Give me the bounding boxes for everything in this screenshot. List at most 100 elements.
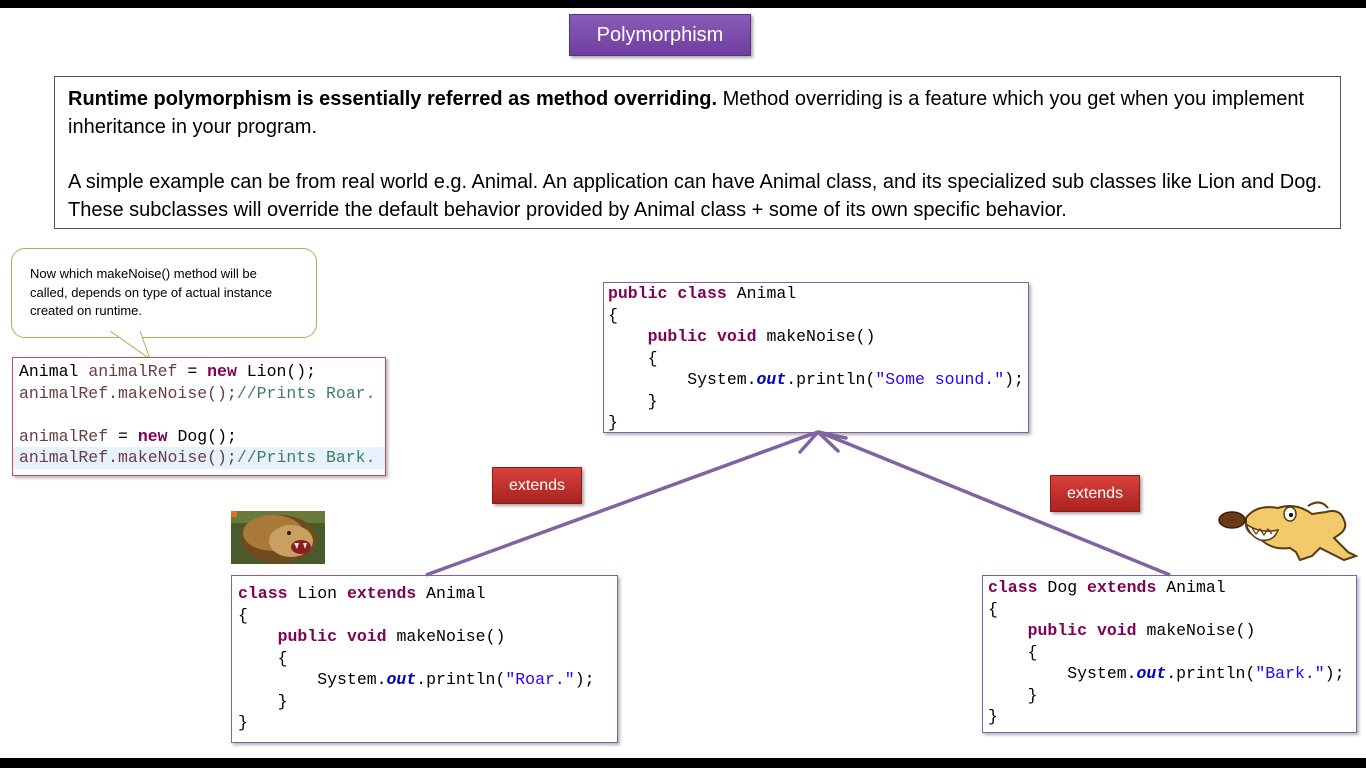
code-field: out [386, 670, 417, 689]
extends-label-right: extends [1050, 475, 1140, 512]
code-token: .println( [1166, 664, 1256, 683]
code-token: System. [687, 370, 757, 389]
extends-label-left: extends [492, 467, 582, 504]
code-keyword: public [647, 327, 708, 346]
code-string: "Roar." [505, 670, 575, 689]
code-line: System.out.println("Bark."); [988, 663, 1356, 685]
arrowhead-icon [816, 430, 848, 453]
code-keyword: public [608, 284, 668, 303]
code-keyword: extends [1087, 578, 1157, 597]
code-line: animalRef = new Dog(); [19, 426, 385, 448]
code-token: ); [1324, 664, 1345, 683]
code-token: .println( [786, 370, 876, 389]
class-name: Animal [736, 284, 797, 303]
slide-title: Polymorphism [569, 14, 751, 56]
description-paragraph-1: Runtime polymorphism is essentially refe… [68, 85, 1327, 141]
code-line: public void makeNoise() [988, 620, 1356, 642]
code-line: } [608, 413, 618, 432]
code-line: Animal animalRef = new Lion(); [19, 361, 385, 383]
code-line: { [238, 605, 248, 625]
code-token: = [108, 426, 138, 446]
extends-text: extends [508, 476, 566, 494]
method-name: makeNoise() [1146, 621, 1256, 640]
code-line: System.out.println("Some sound."); [608, 369, 1028, 391]
top-black-bar [0, 0, 1366, 8]
code-line: System.out.println("Roar."); [238, 669, 617, 691]
bottom-black-bar [0, 758, 1366, 768]
code-blank-line [19, 404, 385, 426]
description-lead-rest: Method overriding is a feature which you… [68, 88, 1305, 138]
code-token: animalRef.makeNoise(); [19, 448, 237, 467]
description-bold-lead: Runtime polymorphism is essentially refe… [68, 88, 718, 110]
description-box: Runtime polymorphism is essentially refe… [54, 76, 1341, 229]
method-name: makeNoise() [766, 327, 876, 346]
code-token: } [647, 391, 658, 411]
code-line-highlighted: animalRef.makeNoise();//Prints Bark. [13, 447, 385, 469]
code-line: } [238, 713, 248, 732]
class-name: Lion [297, 584, 338, 603]
callout-text: Now which makeNoise() method will be cal… [30, 266, 273, 318]
code-line: { [608, 305, 618, 325]
code-keyword: new [207, 362, 237, 381]
code-token: Lion(); [236, 362, 317, 381]
code-line: { [988, 642, 1356, 664]
code-keyword: public [1027, 621, 1088, 640]
slide-title-text: Polymorphism [596, 23, 724, 46]
code-line: public void makeNoise() [608, 326, 1028, 348]
code-line: { [238, 648, 617, 670]
code-token: ); [574, 670, 595, 689]
code-token: .println( [416, 670, 506, 689]
lion-to-animal-arrow [425, 432, 813, 577]
code-line: } [608, 391, 1028, 413]
method-name: makeNoise() [396, 627, 506, 646]
code-field: out [756, 370, 787, 389]
code-token: { [1027, 642, 1038, 662]
code-keyword: void [716, 327, 757, 346]
code-keyword: class [988, 578, 1038, 597]
code-line: { [608, 348, 1028, 370]
code-token: System. [317, 670, 387, 689]
code-token: animalRef.makeNoise(); [19, 383, 237, 403]
code-keyword: void [1096, 621, 1137, 640]
code-keyword: extends [346, 584, 417, 603]
code-token: Animal [19, 362, 89, 381]
code-keyword: class [238, 584, 288, 603]
code-field: out [1136, 664, 1167, 683]
code-string: "Bark." [1255, 664, 1325, 683]
code-token: { [647, 348, 658, 368]
lion-image [231, 511, 325, 564]
code-keyword: public [277, 627, 338, 646]
code-token: { [277, 648, 288, 668]
code-token: } [1027, 685, 1038, 705]
reference-code-block: Animal animalRef = new Lion(); animalRef… [12, 357, 386, 476]
code-comment: //Prints Roar. [236, 383, 376, 403]
code-line: } [988, 707, 998, 726]
code-line: class Lion extends Animal [238, 583, 617, 605]
code-line: animalRef.makeNoise();//Prints Roar. [19, 383, 385, 405]
arrowhead-icon [790, 430, 820, 454]
callout-tail [110, 330, 151, 360]
parent-class-name: Animal [426, 584, 486, 603]
extends-text: extends [1066, 484, 1124, 502]
parent-class-name: Animal [1166, 578, 1226, 597]
code-token: = [177, 362, 208, 381]
code-token: System. [1067, 664, 1137, 683]
code-keyword: void [346, 627, 387, 646]
code-token: Dog(); [167, 426, 237, 446]
code-string: "Some sound." [875, 370, 1005, 389]
description-paragraph-2: A simple example can be from real world … [68, 171, 1323, 221]
code-keyword: new [137, 426, 168, 446]
dog-class-code-block: class Dog extends Animal { public void m… [982, 575, 1357, 733]
animal-class-code-block: public class Animal { public void makeNo… [603, 282, 1029, 433]
code-comment: //Prints Bark. [236, 448, 376, 467]
lion-class-code-block: class Lion extends Animal { public void … [231, 575, 618, 743]
code-token: animalRef [19, 426, 109, 446]
code-line: } [988, 685, 1356, 707]
code-line: public class Animal [608, 283, 1028, 305]
code-line: public void makeNoise() [238, 626, 617, 648]
code-line: class Dog extends Animal [988, 577, 1356, 599]
code-token: ); [1004, 370, 1024, 389]
code-token: } [277, 691, 288, 711]
code-keyword: class [677, 284, 727, 303]
dog-cartoon-image [1218, 501, 1358, 562]
